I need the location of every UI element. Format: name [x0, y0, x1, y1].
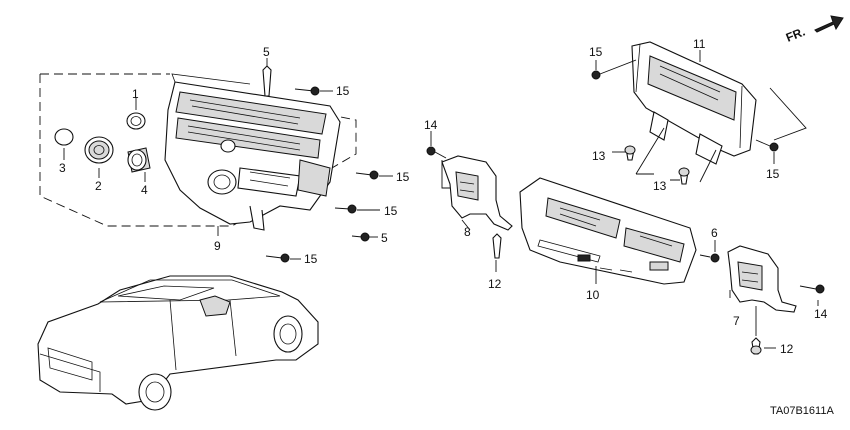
- control-panel-unit: [164, 73, 341, 231]
- fr-label: FR.: [784, 25, 807, 45]
- callout-14-left: 14: [424, 118, 438, 132]
- callout-15-a: 15: [336, 84, 350, 98]
- front-direction-indicator: FR.: [784, 15, 844, 45]
- drawing-code: TA07B1611A: [770, 405, 834, 417]
- callout-15-c: 15: [396, 170, 410, 184]
- screw-group-left: [262, 65, 379, 263]
- callout-3: 3: [59, 161, 66, 175]
- knob-part-1: [126, 112, 146, 130]
- callout-6: 6: [711, 226, 718, 240]
- callout-5-top: 5: [263, 45, 270, 59]
- callout-8: 8: [464, 225, 471, 239]
- callout-12-right: 12: [780, 342, 794, 356]
- callout-12-center: 12: [488, 277, 502, 291]
- screw-6-shank: [699, 254, 711, 258]
- vehicle-location-illustration: [37, 275, 319, 411]
- display-unit-part-11: [591, 41, 779, 165]
- callout-7: 7: [733, 314, 740, 328]
- callout-1: 1: [132, 87, 139, 101]
- circuit-board-part-10: [519, 177, 697, 285]
- callout-15-e: 15: [304, 252, 318, 266]
- screw-group-13: [624, 145, 690, 185]
- fr-arrow-icon: [814, 15, 844, 33]
- callout-10: 10: [586, 288, 600, 302]
- callout-9: 9: [214, 239, 221, 253]
- cap-part-3: [54, 128, 74, 146]
- callout-13-lower: 13: [653, 179, 667, 193]
- callout-13-upper: 13: [592, 149, 606, 163]
- leader-13-lower: [670, 149, 717, 183]
- screw-part-6: [710, 253, 720, 263]
- bracket-part-7: [727, 245, 825, 355]
- leader-8: [461, 219, 471, 231]
- leader-13-upper-a: [635, 127, 665, 175]
- callout-14-right: 14: [814, 307, 828, 321]
- knob-part-4: [127, 147, 151, 173]
- leader-15-f-bracket: [769, 87, 807, 141]
- callout-15-d: 15: [384, 204, 398, 218]
- callout-4: 4: [141, 183, 148, 197]
- callout-15-f: 15: [766, 167, 780, 181]
- callout-11: 11: [693, 37, 706, 51]
- callout-15-b: 15: [589, 45, 603, 59]
- bracket-part-8: [426, 146, 513, 259]
- assembly-9-outline: [39, 74, 357, 227]
- leader-8-bracket: [441, 160, 450, 189]
- callout-2: 2: [95, 179, 102, 193]
- callout-5-right: 5: [381, 231, 388, 245]
- knob-part-2: [84, 136, 114, 164]
